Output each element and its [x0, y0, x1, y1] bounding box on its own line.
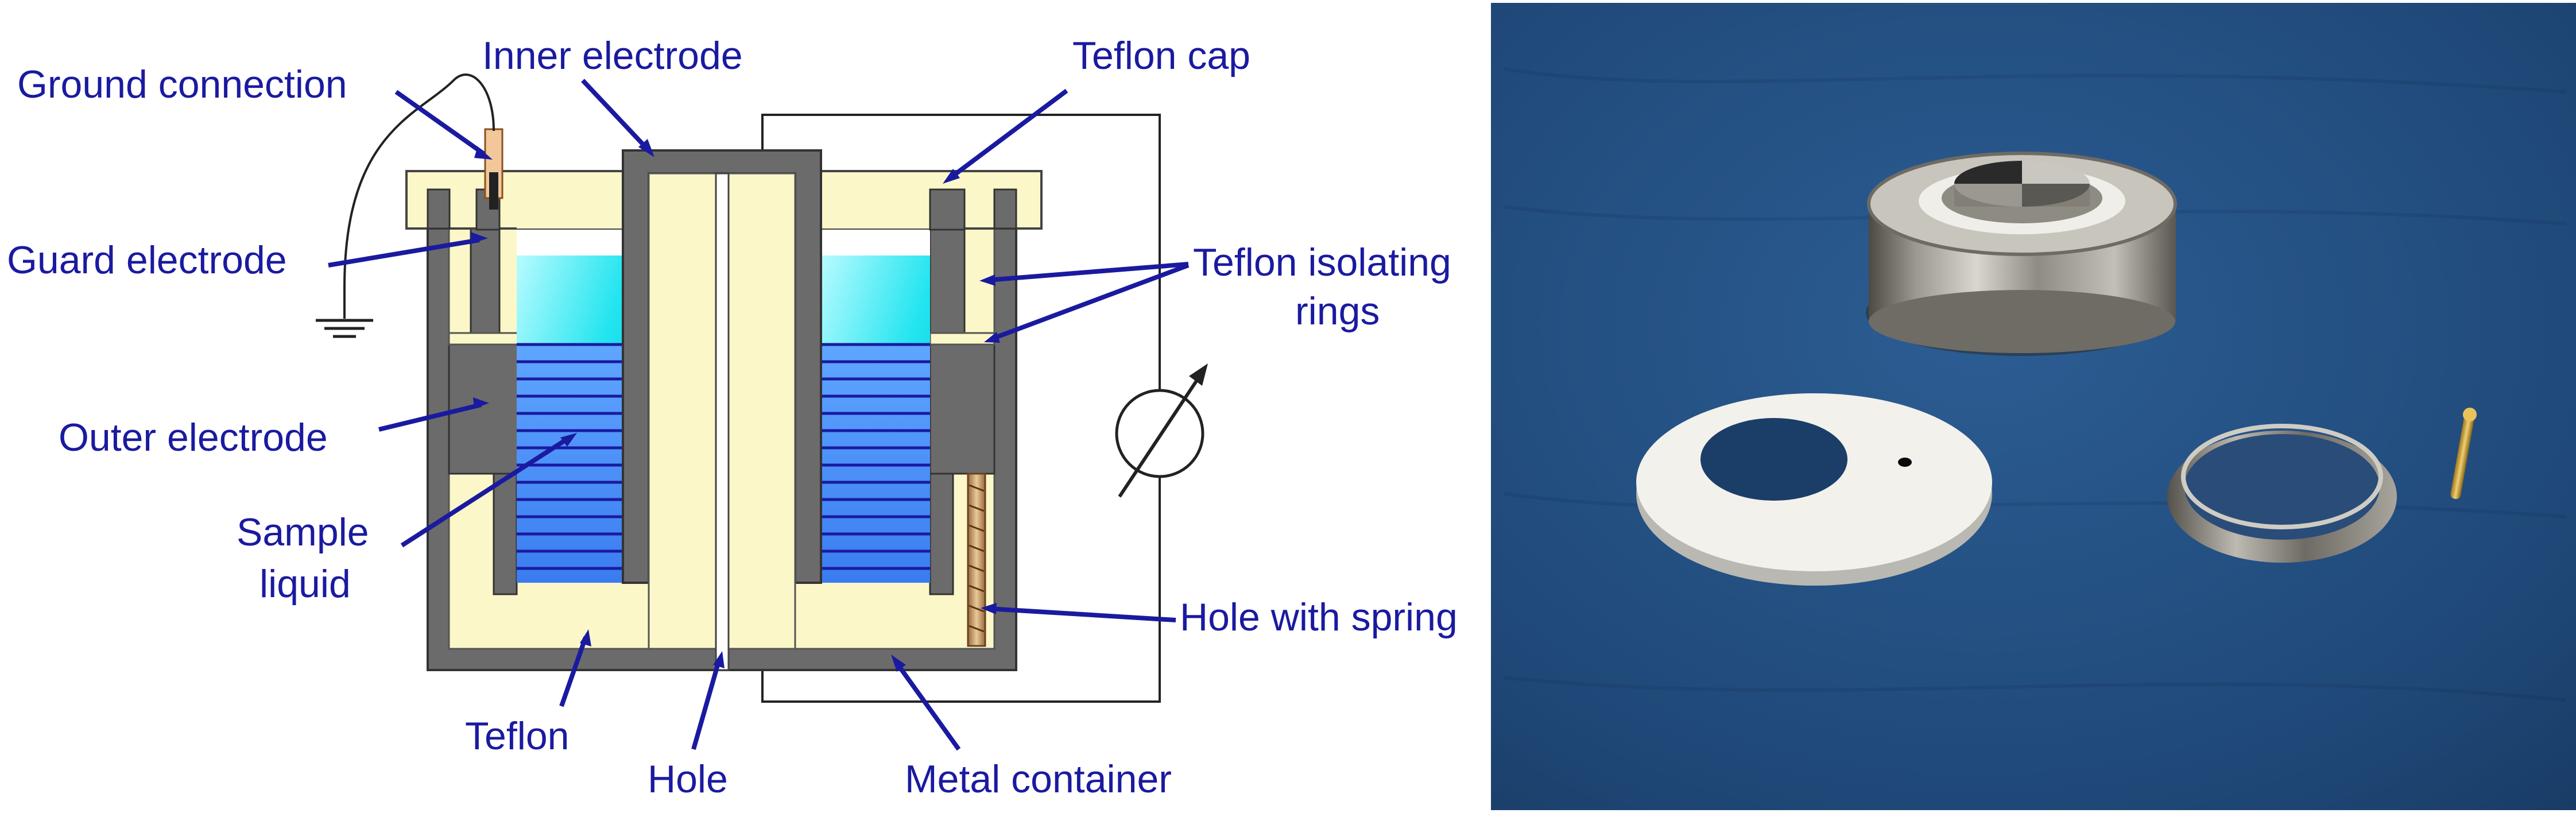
label-metal-container: Metal container — [891, 655, 1172, 801]
outer-electrode-left-lower — [493, 473, 518, 595]
central-hole — [715, 172, 730, 671]
metal-ring-photo — [2167, 408, 2477, 563]
label-outer-electrode: Outer electrode — [59, 397, 489, 459]
liquid-layers-left — [517, 343, 623, 583]
svg-text:Teflon isolating: Teflon isolating — [1193, 241, 1451, 284]
svg-text:Ground connection: Ground connection — [17, 63, 347, 106]
svg-text:Guard electrode: Guard electrode — [7, 238, 287, 282]
teflon-disc-photo — [1636, 393, 1992, 586]
outer-electrode-right-lower — [929, 473, 954, 595]
meter-circuit — [761, 114, 1208, 703]
svg-text:Inner electrode: Inner electrode — [482, 34, 743, 78]
label-guard-electrode: Guard electrode — [7, 232, 488, 282]
photograph — [1491, 3, 2576, 810]
meter-arrow-icon — [1189, 363, 1208, 386]
svg-text:Hole: Hole — [648, 757, 728, 801]
svg-text:liquid: liquid — [259, 562, 351, 606]
isolating-ring-right — [929, 332, 995, 346]
svg-text:Sample: Sample — [237, 510, 369, 554]
svg-text:Outer electrode: Outer electrode — [59, 416, 328, 459]
photo-background — [1491, 3, 2576, 810]
label-ground-connection: Ground connection — [17, 63, 493, 160]
label-sample-liquid: Sample liquid — [237, 433, 577, 606]
svg-text:rings: rings — [1295, 289, 1380, 333]
svg-text:Teflon: Teflon — [465, 714, 569, 758]
ground-wire — [343, 73, 495, 319]
svg-text:Hole with spring: Hole with spring — [1180, 595, 1458, 639]
outer-electrode-right — [929, 343, 995, 475]
label-teflon: Teflon — [465, 629, 591, 758]
label-hole: Hole — [648, 651, 728, 801]
label-inner-electrode: Inner electrode — [482, 34, 743, 157]
schematic: Ground connection Inner electrode Teflon… — [7, 34, 1458, 801]
spring-hole — [967, 473, 986, 647]
label-hole-with-spring: Hole with spring — [981, 595, 1458, 639]
liquid-layers-right — [821, 343, 930, 583]
svg-text:Metal container: Metal container — [905, 757, 1172, 801]
spring-coils — [969, 484, 985, 633]
svg-text:Teflon cap: Teflon cap — [1072, 34, 1250, 78]
label-teflon-isolating-rings: Teflon isolating rings — [979, 241, 1451, 343]
assembled-cell-photo — [1866, 152, 2177, 356]
ground-symbol-icon — [316, 319, 373, 338]
label-teflon-cap: Teflon cap — [943, 34, 1250, 184]
